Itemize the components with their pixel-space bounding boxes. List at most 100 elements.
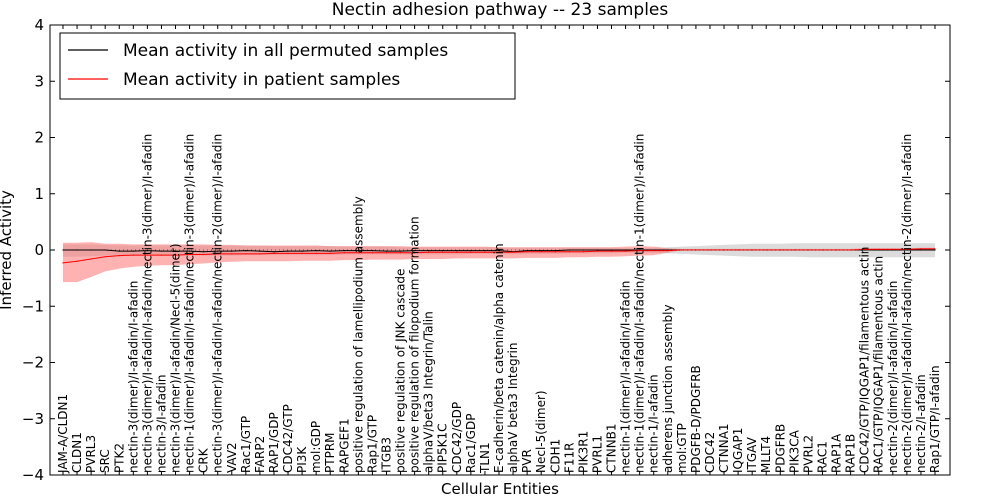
data-point-patient [385, 252, 388, 254]
x-tick-label: ITGB3 [380, 437, 394, 473]
y-tick-label: 4 [34, 16, 44, 34]
y-tick-label: 1 [34, 185, 44, 203]
data-point-permuted [414, 250, 416, 252]
x-tick-label: IQGAP1 [731, 428, 745, 473]
data-point-patient [807, 249, 810, 251]
data-point-patient [160, 254, 163, 256]
x-tick-label: mol:GTP [675, 423, 689, 473]
x-tick-label: RAP1/GDP [267, 412, 281, 473]
data-point-permuted [273, 251, 275, 253]
x-tick-label: CDH1 [548, 439, 562, 473]
data-point-patient [934, 248, 936, 250]
data-point-permuted [568, 249, 570, 251]
data-point-patient [625, 250, 627, 252]
data-point-patient [878, 248, 880, 250]
data-point-patient [526, 251, 528, 253]
y-tick-label: 2 [34, 129, 44, 147]
data-point-patient [259, 253, 261, 255]
data-point-patient [245, 253, 247, 255]
x-tick-label: Rac1/GTP [239, 416, 253, 473]
y-tick-label: −3 [22, 410, 44, 428]
data-point-patient [399, 252, 402, 254]
data-point-permuted [287, 250, 289, 252]
y-tick-label: −2 [22, 354, 44, 372]
y-tick-label: 3 [34, 72, 44, 90]
x-tick-label: CDC42 [703, 432, 717, 473]
data-point-patient [835, 249, 838, 251]
data-point-patient [118, 255, 120, 257]
x-tick-label: PIK3CA [787, 429, 801, 473]
x-tick-label: PDGFB-D/PDGFRB [689, 365, 703, 473]
data-point-patient [610, 250, 613, 252]
series-lines [62, 248, 936, 264]
x-tick-label: PVRL2 [801, 435, 815, 473]
data-point-patient [174, 254, 177, 256]
x-tick-label: RAP1B [844, 434, 858, 473]
data-point-permuted [231, 250, 233, 252]
data-point-permuted [371, 250, 373, 252]
x-tick-label: nectin-1(dimer)/I-afadin/I-afadin/nectin… [633, 134, 647, 473]
x-tick-label: alphaV/beta3 Integrin/Talin [422, 311, 436, 473]
x-tick-label: PTK2 [112, 443, 126, 473]
x-tick-label: CDC42/GTP [281, 404, 295, 473]
data-point-permuted [203, 251, 205, 253]
data-point-patient [315, 252, 317, 254]
x-tick-label: F11R [562, 442, 576, 473]
x-tick-label: nectin-2/I-afadin [914, 374, 928, 473]
data-point-patient [470, 251, 472, 253]
data-point-patient [231, 253, 233, 255]
data-point-patient [76, 260, 78, 262]
x-tick-label: nectin-3(dimer)/I-afadin/Necl-5(dimer) [169, 243, 183, 473]
data-point-patient [90, 258, 92, 260]
x-tick-label: JAM-A/CLDN1 [56, 394, 70, 474]
x-tick-label: nectin-1(dimer)/I-afadin/I-afadin/nectin… [183, 134, 197, 473]
data-point-patient [540, 251, 542, 253]
x-tick-label: VAV2 [225, 442, 239, 473]
data-point-patient [287, 252, 289, 254]
x-tick-label: PVRL1 [591, 435, 605, 473]
data-point-patient [892, 248, 894, 250]
x-tick-label: nectin-2(dimer)/I-afadin/I-afadin [886, 281, 900, 473]
data-point-patient [821, 249, 824, 251]
x-tick-label: E-cadherin/beta catenin/alpha catenin [492, 243, 506, 473]
data-point-permuted [76, 249, 78, 251]
x-tick-label: nectin-2(dimer)/I-afadin/I-afadin/nectin… [900, 134, 914, 473]
legend: Mean activity in all permuted samples Me… [59, 32, 516, 100]
x-tick-label: nectin-3(dimer)/I-afadin/I-afadin/nectin… [140, 134, 154, 473]
data-point-permuted [399, 250, 402, 252]
data-point-patient [554, 251, 556, 253]
data-point-patient [596, 250, 599, 252]
data-point-patient [104, 256, 106, 258]
x-tick-label: mol:GDP [309, 421, 323, 473]
data-point-patient [920, 248, 922, 250]
y-tick-label: −4 [22, 466, 44, 484]
x-tick-label: PTPRM [323, 432, 337, 473]
y-tick-label: −1 [22, 297, 44, 315]
data-point-patient [653, 250, 655, 252]
confidence-band-patient [63, 242, 935, 283]
data-point-patient [765, 249, 767, 251]
x-tick-label: nectin-3/I-afadin [155, 374, 169, 473]
x-tick-label: CDC42/GDP [450, 402, 464, 473]
x-tick-label: nectin-1(dimer)/I-afadin/I-afadin [619, 281, 633, 473]
chart-title: Nectin adhesion pathway -- 23 samples [332, 0, 669, 20]
legend-box [59, 32, 516, 100]
x-tick-label: CDC42/GTP/IQGAP1/filamentous actin [858, 247, 872, 473]
x-tick-label: PVR [520, 449, 534, 473]
data-point-patient [737, 249, 739, 251]
x-tick-label: TLN1 [478, 442, 492, 474]
data-point-patient [217, 253, 219, 255]
data-point-patient [793, 249, 796, 251]
x-tick-label: positive regulation of lamellipodium ass… [351, 196, 365, 473]
legend-label-permuted: Mean activity in all permuted samples [123, 41, 448, 61]
data-point-patient [62, 262, 64, 264]
data-point-patient [709, 249, 711, 251]
data-point-patient [273, 252, 275, 254]
x-tick-label: RAC1 [816, 441, 830, 473]
data-point-patient [329, 252, 331, 254]
data-point-permuted [484, 250, 486, 252]
